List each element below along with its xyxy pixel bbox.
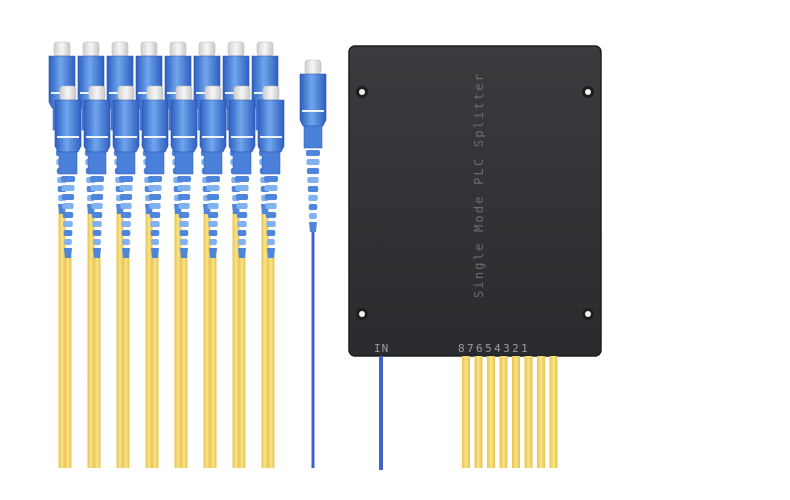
output-port-labels: 87654321 [458,342,531,355]
input-fiber-pigtail [379,356,383,470]
mounting-screw-icon [356,86,368,98]
fiber-pigtail [174,212,182,468]
splitter-model-label: Single Mode PLC Splitter [472,71,486,298]
fiber-pigtail [145,212,153,468]
output-fiber [499,356,508,468]
sc-fiber-connector-icon [83,85,111,468]
output-fiber [524,356,533,468]
output-fiber [462,356,470,468]
sc-fiber-connector-icon [199,85,227,468]
sc-fiber-connector-icon [257,85,285,468]
fiber-pigtail [87,212,95,468]
fiber-pigtail [232,212,240,468]
output-fiber [487,356,495,468]
sc-fiber-connector-icon [141,85,169,468]
output-fiber [537,356,545,468]
fiber-pigtail [180,256,188,468]
mounting-screw-icon [582,308,594,320]
sc-fiber-connector-icon [112,85,140,468]
sc-fiber-connector-icon [170,85,198,468]
sc-fiber-connector-icon [54,85,82,468]
fiber-pigtail [58,212,66,468]
output-fiber-ribbon [462,356,558,468]
output-fiber [474,356,483,468]
sc-fiber-connector-icon [299,59,327,468]
fiber-pigtail [209,256,217,468]
fiber-pigtail [261,212,269,468]
mounting-screw-icon [356,308,368,320]
fiber-pigtail [64,256,72,468]
fiber-pigtail [151,256,159,468]
fiber-pigtail [311,230,315,468]
fiber-pigtail [93,256,101,468]
fiber-pigtail [116,212,124,468]
input-port-label: IN [374,342,390,355]
sc-fiber-connector-icon [228,85,256,468]
output-fiber [549,356,558,468]
mounting-screw-icon [582,86,594,98]
fiber-pigtail [203,212,211,468]
fiber-pigtail [267,256,275,468]
connector-row-front [54,85,285,468]
input-connector-group [299,59,327,468]
fiber-pigtail [238,256,246,468]
output-fiber [512,356,520,468]
fiber-pigtail [122,256,130,468]
